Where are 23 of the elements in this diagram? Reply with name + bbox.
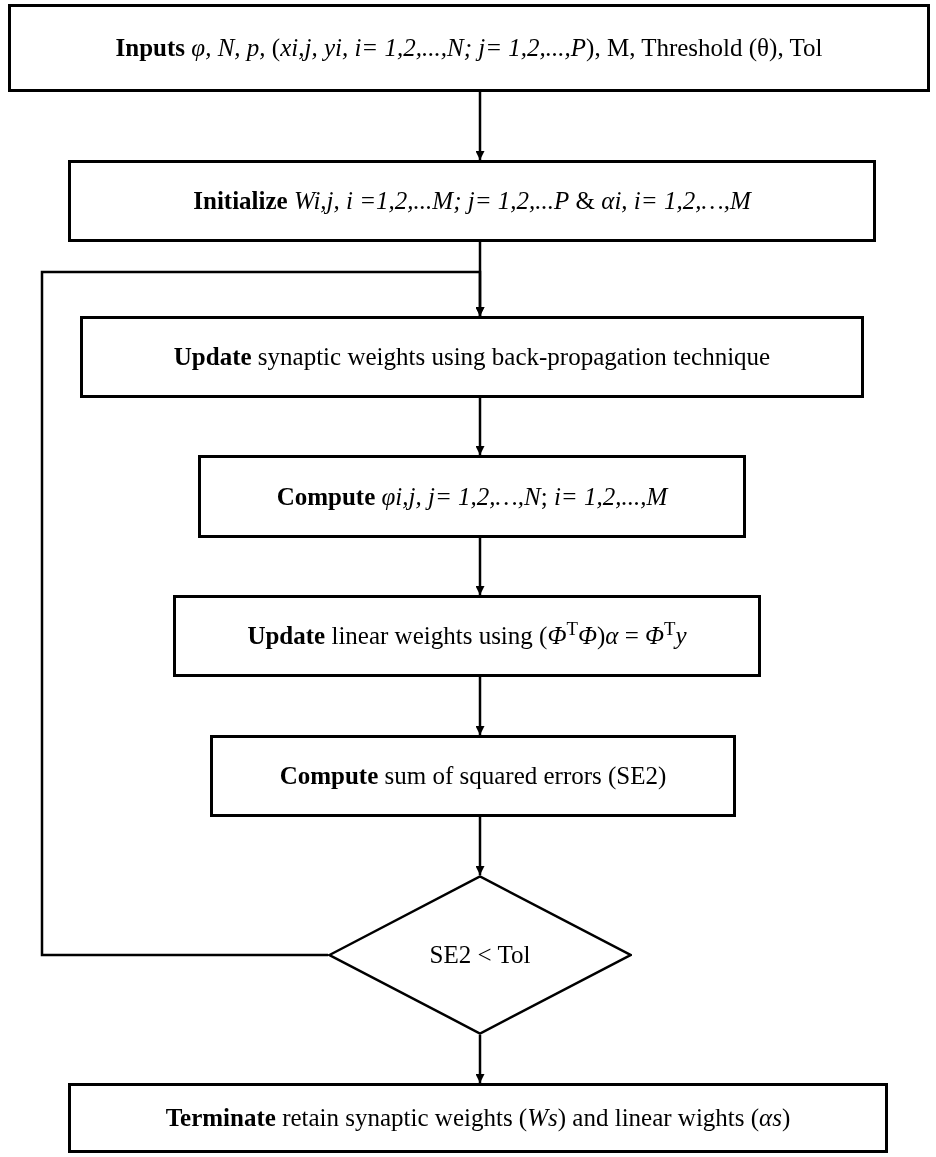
arrow [475,92,485,160]
arrow [475,1035,485,1083]
node-text: Update linear weights using (Φ$^{T}$Φ)α = Φ$^{T}$y [247,620,687,652]
arrow [475,538,485,595]
process-box [8,4,930,92]
process-box [80,316,864,398]
arrow [40,270,485,957]
node-text: Terminate retain synaptic weights (Ws) and linear wights (αs) [165,1103,791,1134]
arrow [475,817,485,875]
node-text: Update synaptic weights using back-propagation technique [173,342,771,373]
process-box [173,595,761,677]
node-text: Compute sum of squared errors (SE2) [279,761,667,792]
node-text: Inputs φ, N, p, (xi,j, yi, i= 1,2,...,N; j= 1,2,...,P), M, Threshold (θ), Tol [115,33,823,64]
arrow [475,677,485,735]
node-text: Initialize Wi,j, i =1,2,...M; j= 1,2,...P & αi, i= 1,2,…,M [193,186,751,217]
process-box [68,1083,888,1153]
process-box [198,455,746,538]
process-box [210,735,736,817]
decision-diamond [328,875,632,1035]
process-box [68,160,876,242]
node-text: SE2 < Tol [429,940,531,971]
node-text: Compute φi,j, j= 1,2,…,N; i= 1,2,...,M [276,481,668,512]
arrow [475,398,485,455]
